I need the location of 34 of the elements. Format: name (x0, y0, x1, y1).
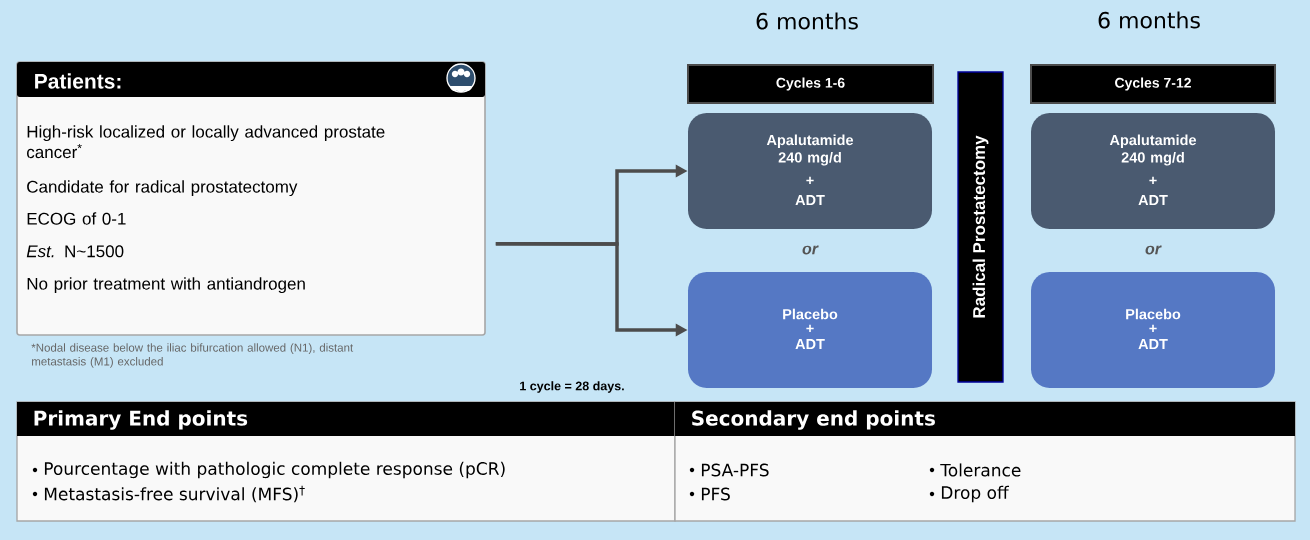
criterion-text: High-risk localized or locally advanced prostate cancer$^{*}$ (27, 125, 385, 159)
bullet-item: Pourcentage with pathologic complete response (pCR) (32, 461, 505, 479)
treatment-text: + (1149, 324, 1157, 333)
treatment-text: + (1149, 176, 1157, 185)
surgery-bar: Radical Prostatectomy (957, 71, 1004, 383)
treatment-text: Placebo (783, 308, 838, 320)
duration-label: 6 months (756, 12, 858, 30)
cycle-header: Cycles 1-6 (687, 64, 934, 104)
bullet-item: Drop off (929, 485, 1009, 503)
treatment-text: + (806, 176, 814, 185)
footnote-text: *Nodal disease below the iliac bifurcation allowed (N1), distant metastasis (M1) excluded (31, 343, 354, 368)
criterion-text: ECOG of 0-1 (27, 212, 126, 225)
treatment-text: ADT (1138, 339, 1168, 349)
bullet-item: PSA-PFS (689, 463, 769, 477)
or-label: or (1145, 245, 1162, 255)
header-bar: Primary End points (17, 402, 675, 436)
header-bar: Patients: (17, 62, 485, 97)
treatment-text: Apalutamide 240 mg/d (1109, 134, 1197, 166)
bullet-item: Tolerance (929, 463, 1021, 477)
criterion-text: Candidate for radical prostatectomy (27, 180, 298, 197)
criterion-text: Est. N~1500 (26, 245, 124, 258)
treatment-text: ADT (1138, 195, 1168, 205)
duration-label: 6 months (1098, 11, 1200, 29)
bullet-item: Metastasis-free survival (MFS)$^{†}$ (32, 485, 305, 503)
or-label: or (802, 245, 819, 255)
treatment-text: + (806, 324, 814, 333)
cycle-header: Cycles 7-12 (1030, 64, 1276, 104)
treatment-text: Apalutamide 240 mg/d (766, 134, 854, 166)
treatment-text: ADT (795, 195, 825, 205)
treatment-text: Placebo (1126, 308, 1181, 320)
treatment-text: ADT (795, 339, 825, 349)
bullet-item: PFS (689, 487, 730, 501)
header-bar: Secondary end points (675, 402, 1295, 436)
criterion-text: No prior treatment with antiandrogen (27, 277, 305, 294)
